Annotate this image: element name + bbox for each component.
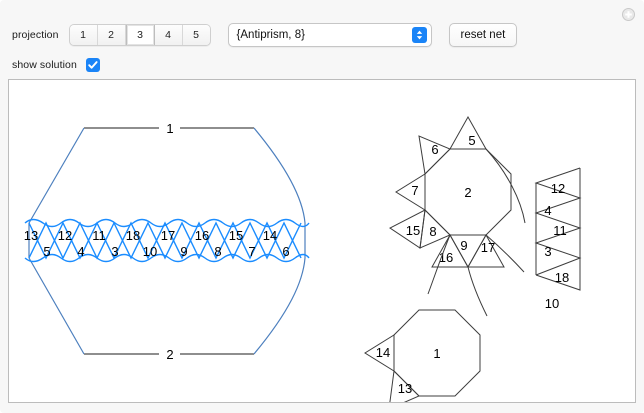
projection-label-top-5: 16: [195, 228, 209, 243]
net-triangle-label-3: 3: [544, 244, 551, 259]
net-connector-lower-right: [485, 234, 525, 273]
net-view: 2 5 6 7 15 8 9: [364, 115, 582, 402]
net-triangle-label-8: 8: [429, 224, 436, 239]
projection-edge-bottom-right: [253, 257, 306, 355]
reset-net-button[interactable]: reset net: [448, 23, 518, 47]
projection-label-top-2: 11: [92, 228, 106, 243]
net-connector-down: [467, 266, 488, 317]
net-triangle-7: [395, 173, 426, 211]
graphics-frame[interactable]: 1 2 13: [8, 79, 636, 403]
net-triangle-14: [364, 334, 395, 372]
control-panel: projection 1 2 3 4 5 {Antiprism, 8} rese: [0, 22, 644, 78]
projection-setter-bar[interactable]: 1 2 3 4 5: [68, 24, 211, 46]
projection-option-5[interactable]: 5: [182, 25, 210, 45]
plus-circle-icon[interactable]: [622, 8, 635, 21]
net-triangle-label-9: 9: [460, 238, 467, 253]
chevron-updown-icon[interactable]: [411, 27, 427, 43]
net-triangle-label-4: 4: [544, 203, 551, 218]
show-solution-row: show solution: [0, 52, 644, 78]
projection-label-bot-5: 8: [214, 244, 221, 259]
net-triangle-label-14: 14: [376, 345, 390, 360]
projection-edge-top-left: [28, 127, 85, 224]
net-strip-zigzag: [534, 167, 582, 276]
projection-band-bottom-arc: [24, 253, 310, 263]
projection-label-bot-0: 5: [43, 244, 50, 259]
projection-label-top-4: 17: [161, 228, 175, 243]
checkmark-icon: [88, 61, 98, 69]
net-triangle-label-12: 12: [551, 181, 565, 196]
reset-net-label: reset net: [460, 29, 506, 41]
polyhedron-value: {Antiprism, 8}: [236, 29, 305, 41]
projection-option-3[interactable]: 3: [125, 25, 155, 45]
net-connector-lower-left: [427, 234, 451, 295]
net-octagon-bottom-label: 1: [433, 346, 440, 361]
net-triangle-5: [449, 115, 487, 150]
net-connector-upper-right: [485, 148, 526, 224]
projection-band-top-arc: [24, 218, 310, 228]
projection-label-top-7: 14: [263, 228, 277, 243]
net-triangle-17: [467, 233, 505, 268]
projection-strip-bottom-labels: 5 4 3 10 9 8 7 6: [43, 244, 289, 259]
projection-label-bot-3: 10: [143, 244, 157, 259]
net-triangle-label-15: 15: [406, 223, 420, 238]
projection-strip-top-labels: 13 12 11 18 17 16 15 14: [24, 228, 277, 243]
projection-label-bot-1: 4: [77, 244, 84, 259]
projection-top-face-label: 1: [166, 121, 173, 136]
projection-label-top-1: 12: [58, 228, 72, 243]
projection-edge-top-right: [253, 127, 306, 224]
net-triangle-8: [419, 208, 451, 249]
net-triangle-13: [389, 369, 420, 402]
projection-band-zigzag-up: [28, 221, 302, 260]
net-triangle-label-6: 6: [431, 142, 438, 157]
net-triangle-6: [418, 135, 451, 176]
projection-label-top-6: 15: [229, 228, 243, 243]
net-triangle-label-18: 18: [555, 270, 569, 285]
net-triangle-label-5: 5: [468, 133, 475, 148]
projection-label-bot-4: 9: [180, 244, 187, 259]
projection-row: projection 1 2 3 4 5 {Antiprism, 8} rese: [0, 22, 644, 48]
projection-label: projection: [12, 29, 59, 41]
projection-edge-bottom-left: [28, 257, 85, 355]
show-solution-label: show solution: [12, 59, 77, 71]
projection-label-bot-2: 3: [111, 244, 118, 259]
polyhedron-dropdown[interactable]: {Antiprism, 8}: [227, 23, 432, 47]
net-triangle-label-10: 10: [545, 296, 559, 311]
projection-view: 1 2 13: [24, 121, 310, 362]
projection-label-bot-7: 6: [282, 244, 289, 259]
net-triangle-label-11: 11: [553, 223, 567, 238]
net-octagon-top-label: 2: [464, 185, 471, 200]
net-triangle-16: [431, 233, 469, 268]
projection-band-zigzag-down: [28, 221, 302, 260]
net-strip-bottom: [535, 258, 581, 291]
projection-option-2[interactable]: 2: [97, 25, 126, 45]
show-solution-checkbox[interactable]: [85, 58, 100, 72]
projection-label-top-0: 13: [24, 228, 38, 243]
projection-label-bot-6: 7: [248, 244, 255, 259]
net-triangle-label-17: 17: [481, 240, 495, 255]
net-triangle-label-13: 13: [398, 381, 412, 396]
projection-label-top-3: 18: [126, 228, 140, 243]
projection-option-1[interactable]: 1: [69, 25, 98, 45]
projection-bottom-face-label: 2: [166, 347, 173, 362]
projection-option-4[interactable]: 4: [154, 25, 183, 45]
net-triangle-label-7: 7: [411, 183, 418, 198]
